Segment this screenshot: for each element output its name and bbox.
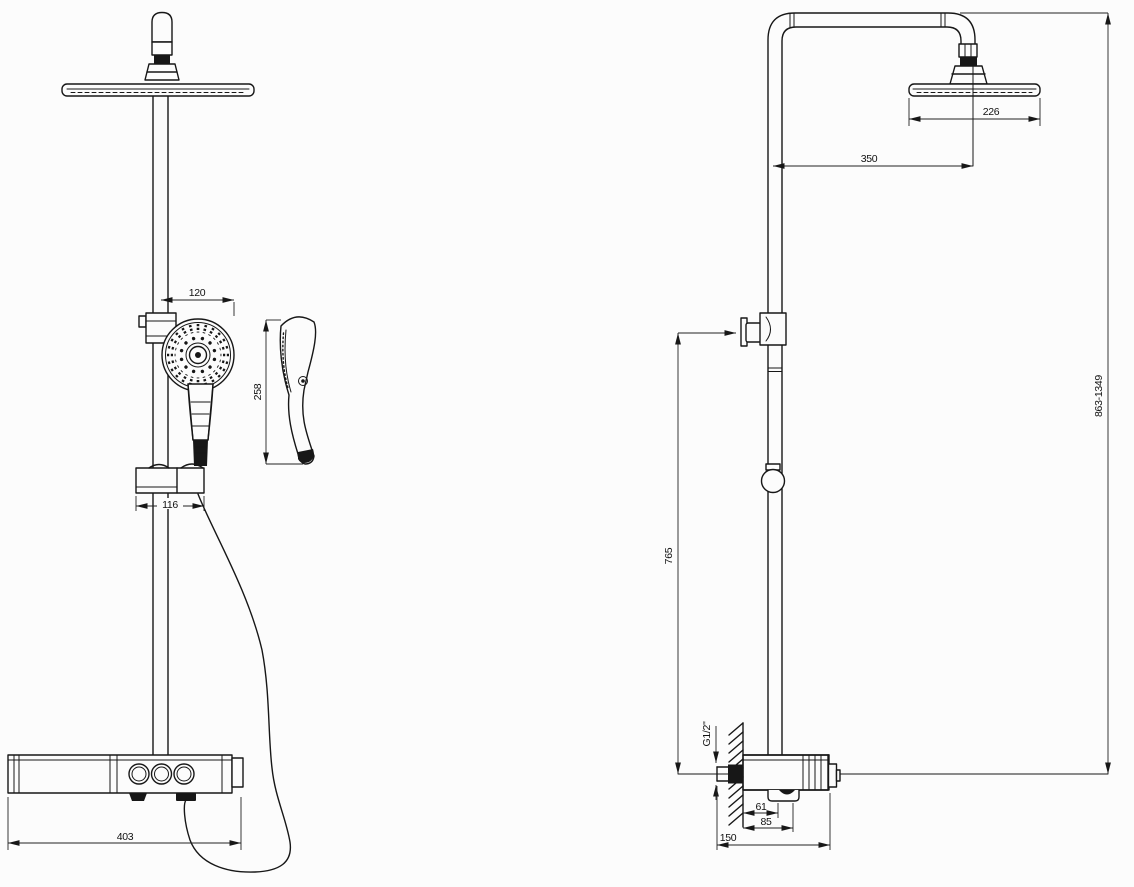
- top-connector-side: [949, 43, 988, 85]
- riser-pipe-front: [152, 95, 169, 756]
- dim-arm-reach: 350: [861, 153, 878, 165]
- top-connector-front: [144, 11, 180, 81]
- slider-bracket-front: [135, 463, 205, 494]
- shelf-valve-side: [742, 754, 841, 802]
- slider-knob-side: [760, 463, 786, 494]
- side-knob-front: [231, 757, 244, 788]
- front-view: [7, 11, 317, 873]
- dim-shelf-depth: 150: [720, 832, 737, 844]
- dim-shelf-width: 403: [117, 831, 134, 843]
- overhead-shower-head-side: [908, 59, 1041, 167]
- dim-inlet-thread: G1/2": [701, 721, 713, 747]
- hand-shower-handle-front: [187, 383, 214, 466]
- dim-hand-shower-offset: 120: [189, 287, 206, 299]
- dim-outlet-offset-outer: 85: [760, 816, 772, 828]
- shower-hose: [183, 493, 292, 873]
- overhead-shower-head-front: [61, 83, 255, 97]
- front-view-dimensions: 120 258 116 403: [7, 287, 303, 850]
- dim-head-width: 226: [983, 106, 1000, 118]
- dim-hand-shower-length: 258: [252, 383, 264, 400]
- dim-wall-bracket-height: 765: [663, 547, 675, 564]
- dim-outlet-offset-inner: 61: [755, 801, 767, 813]
- wall-bracket-side: [740, 312, 787, 347]
- side-spray-face: [282, 332, 289, 389]
- dim-bracket-width: 116: [162, 499, 178, 511]
- control-buttons: [128, 763, 195, 785]
- side-handle-tip: [298, 449, 314, 463]
- shower-arm-side: [767, 12, 976, 756]
- hand-shower-front: [161, 318, 235, 392]
- hose-outlet-front: [176, 793, 196, 801]
- side-view-dimensions: 226 350 863-1349 765 G1/2" 61 85 150: [663, 12, 1111, 850]
- shelf-valve-front: [7, 754, 244, 801]
- side-view: [677, 12, 1109, 828]
- dim-riser-height-range: 863-1349: [1093, 375, 1105, 417]
- hand-shower-side-profile: [279, 316, 317, 465]
- shelf-foot: [129, 793, 147, 801]
